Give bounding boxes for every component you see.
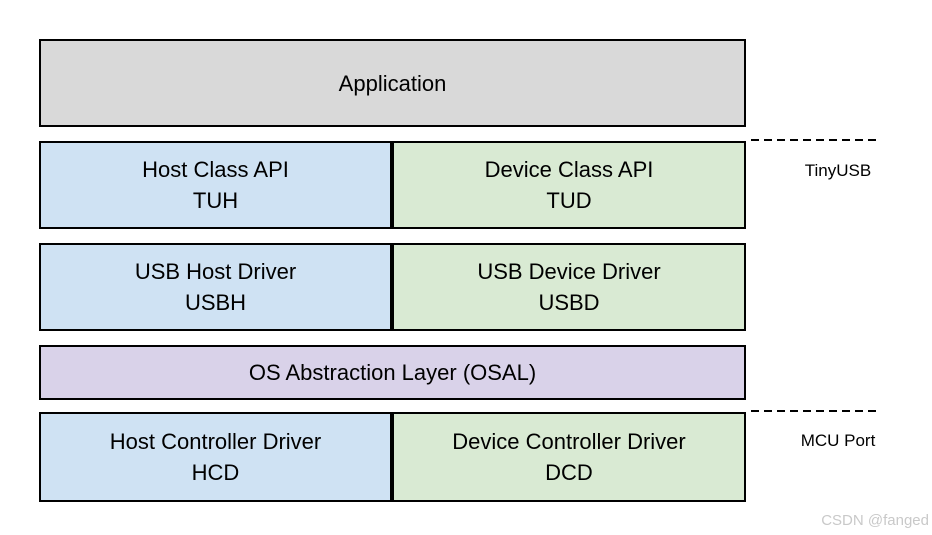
layer-osal-box: OS Abstraction Layer (OSAL) [39,345,746,400]
layer-device-class-api-box: Device Class API TUD [392,141,746,229]
host-controller-driver-title: Host Controller Driver [109,429,322,454]
usb-device-driver-title: USB Device Driver [477,259,661,284]
mcu-port-annotation-label: MCU Port [800,431,876,450]
device-controller-driver-abbr: DCD [545,460,593,485]
device-controller-driver-title: Device Controller Driver [452,429,686,454]
usb-device-driver-abbr: USBD [538,290,600,315]
layer-usb-host-driver-box: USB Host Driver USBH [39,243,392,331]
host-controller-driver-abbr: HCD [191,460,240,485]
layer-host-controller-driver-box: Host Controller Driver HCD [39,412,392,502]
tinyusb-annotation-label: TinyUSB [804,161,872,180]
layer-device-controller-driver-box: Device Controller Driver DCD [392,412,746,502]
tinyusb-boundary-dashed-line [751,139,880,141]
usb-host-driver-abbr: USBH [184,290,247,315]
layer-application-label: Application [338,70,447,96]
usb-host-driver-title: USB Host Driver [134,259,297,284]
host-class-api-title: Host Class API [142,157,289,182]
layer-host-class-api-box: Host Class API TUH [39,141,392,229]
host-class-api-abbr: TUH [192,188,239,213]
device-class-api-abbr: TUD [546,188,592,213]
layer-application-box: Application [39,39,746,127]
layer-usb-device-driver-box: USB Device Driver USBD [392,243,746,331]
device-class-api-title: Device Class API [484,157,654,182]
csdn-watermark: CSDN @fanged [821,512,929,529]
osal-label: OS Abstraction Layer (OSAL) [248,360,537,385]
mcu-port-boundary-dashed-line [751,410,880,412]
